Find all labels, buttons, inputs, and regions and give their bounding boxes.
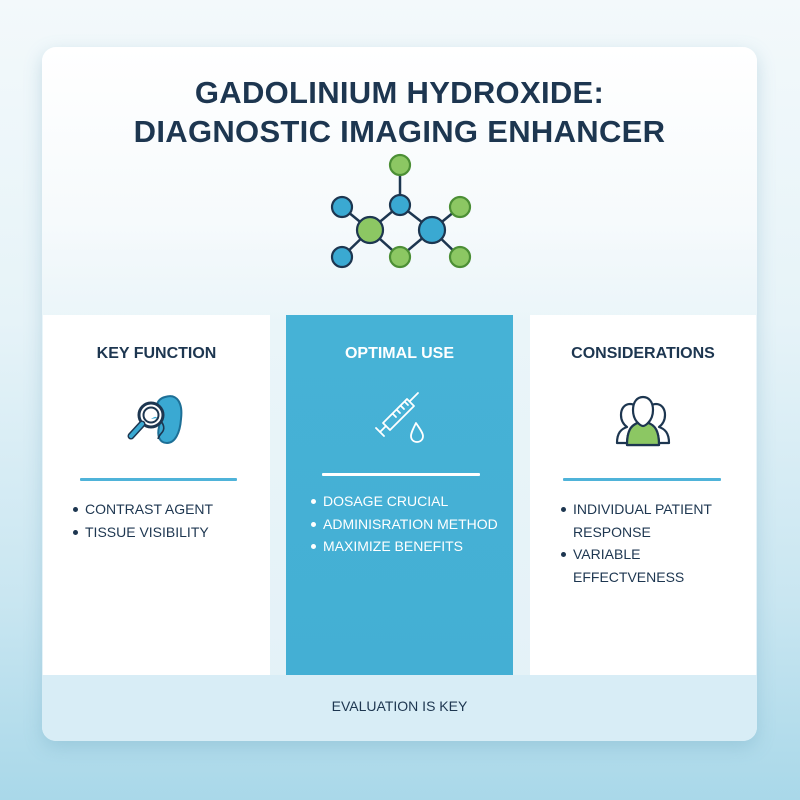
column-title: KEY FUNCTION: [96, 345, 217, 362]
bullet-list: CONTRAST AGENT TISSUE VISIBILITY: [73, 498, 258, 543]
bullet-list: DOSAGE CRUCIAL ADMINISRATION METHOD MAXI…: [311, 490, 511, 558]
bullet-list: INDIVIDUAL PATIENT RESPONSE VARIABLE EFF…: [561, 498, 751, 588]
list-item: CONTRAST AGENT: [73, 498, 258, 521]
footer-banner: EVALUATION IS KEY: [42, 675, 757, 741]
list-item: ADMINISRATION METHOD: [311, 513, 511, 536]
list-item: MAXIMIZE BENEFITS: [311, 535, 511, 558]
list-item: DOSAGE CRUCIAL: [311, 490, 511, 513]
column-divider: [322, 473, 480, 476]
infographic-card: GADOLINIUM HYDROXIDE: DIAGNOSTIC IMAGING…: [42, 47, 757, 741]
magnifier-organ-icon: [127, 395, 182, 445]
list-item: VARIABLE EFFECTVENESS: [561, 543, 751, 588]
column-considerations: CONSIDERATIONS INDIVIDUAL PATIENT RESPON…: [530, 315, 756, 675]
column-divider: [563, 478, 721, 481]
molecule-icon: [330, 153, 472, 269]
title-line-1: GADOLINIUM HYDROXIDE:: [194, 75, 605, 110]
column-key-function: KEY FUNCTION CONTRAST AGENT TISSUE VISIB…: [43, 315, 270, 675]
syringe-drop-icon: [374, 392, 424, 443]
footer-text: EVALUATION IS KEY: [331, 698, 468, 714]
patient-group-icon: [615, 395, 671, 447]
list-item: TISSUE VISIBILITY: [73, 521, 258, 544]
column-title: CONSIDERATIONS: [571, 345, 715, 362]
page-title: GADOLINIUM HYDROXIDE: DIAGNOSTIC IMAGING…: [42, 73, 757, 151]
column-divider: [80, 478, 237, 481]
list-item: INDIVIDUAL PATIENT RESPONSE: [561, 498, 751, 543]
title-line-2: DIAGNOSTIC IMAGING ENHANCER: [133, 114, 666, 149]
column-title: OPTIMAL USE: [344, 345, 455, 362]
column-optimal-use: OPTIMAL USE DOSAGE CRUCIAL ADMINISRATION…: [286, 315, 513, 675]
